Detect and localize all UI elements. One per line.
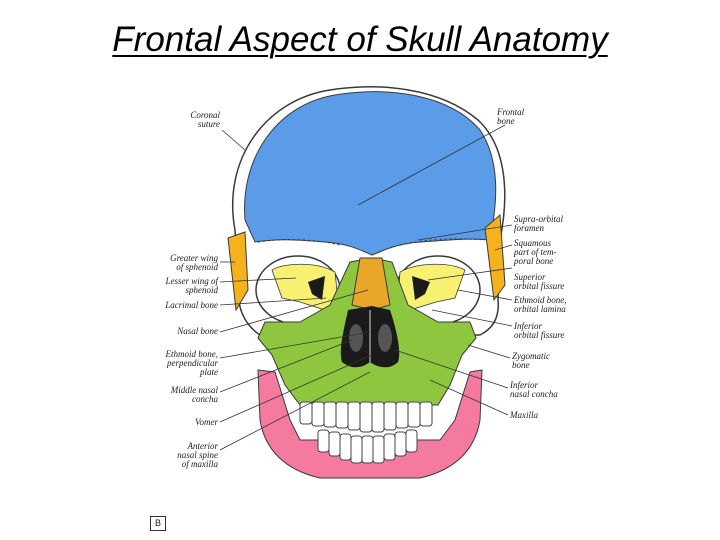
label-superior-orbital-fissure: Superior orbital fissure <box>514 272 565 291</box>
orbit-right-ethmoid <box>397 263 466 311</box>
mandible <box>257 369 483 479</box>
panel-marker: B <box>150 516 166 531</box>
label-squamous-part: Squamous part of tem- poral bone <box>514 238 557 266</box>
label-vomer: Vomer <box>195 417 218 427</box>
label-inferior-nasal-concha: Inferior nasal concha <box>510 380 558 399</box>
label-frontal-bone: Frontal bone <box>497 107 525 126</box>
label-middle-nasal-concha: Middle nasal concha <box>170 385 218 404</box>
label-nasal-bone: Nasal bone <box>177 326 218 336</box>
label-zygomatic-bone: Zygomatic bone <box>512 351 550 370</box>
label-ethmoid-perpendicular: Ethmoid bone, perpendicular plate <box>165 349 219 377</box>
greater-wing-right <box>484 213 506 302</box>
label-inferior-orbital-fissure: Inferior orbital fissure <box>514 321 565 340</box>
upper-teeth <box>299 401 433 433</box>
label-anterior-nasal-spine: Anterior nasal spine of maxilla <box>177 441 218 469</box>
label-coronal-suture: Coronal suture <box>190 110 220 129</box>
nasal-bone <box>351 257 391 311</box>
leader-lines <box>219 124 513 451</box>
label-maxilla: Maxilla <box>510 410 538 420</box>
label-lacrimal-bone: Lacrimal bone <box>165 300 218 310</box>
label-ethmoid-orbital-lamina: Ethmoid bone, orbital lamina <box>514 295 567 314</box>
label-greater-wing: Greater wing of sphenoid <box>170 253 218 272</box>
page-title: Frontal Aspect of Skull Anatomy <box>112 20 608 59</box>
label-supra-orbital-foramen: Supra-orbital foramen <box>514 214 564 233</box>
lower-teeth <box>317 429 418 464</box>
greater-wing-left <box>227 231 249 312</box>
label-lesser-wing: Lesser wing of sphenoid <box>165 276 218 295</box>
